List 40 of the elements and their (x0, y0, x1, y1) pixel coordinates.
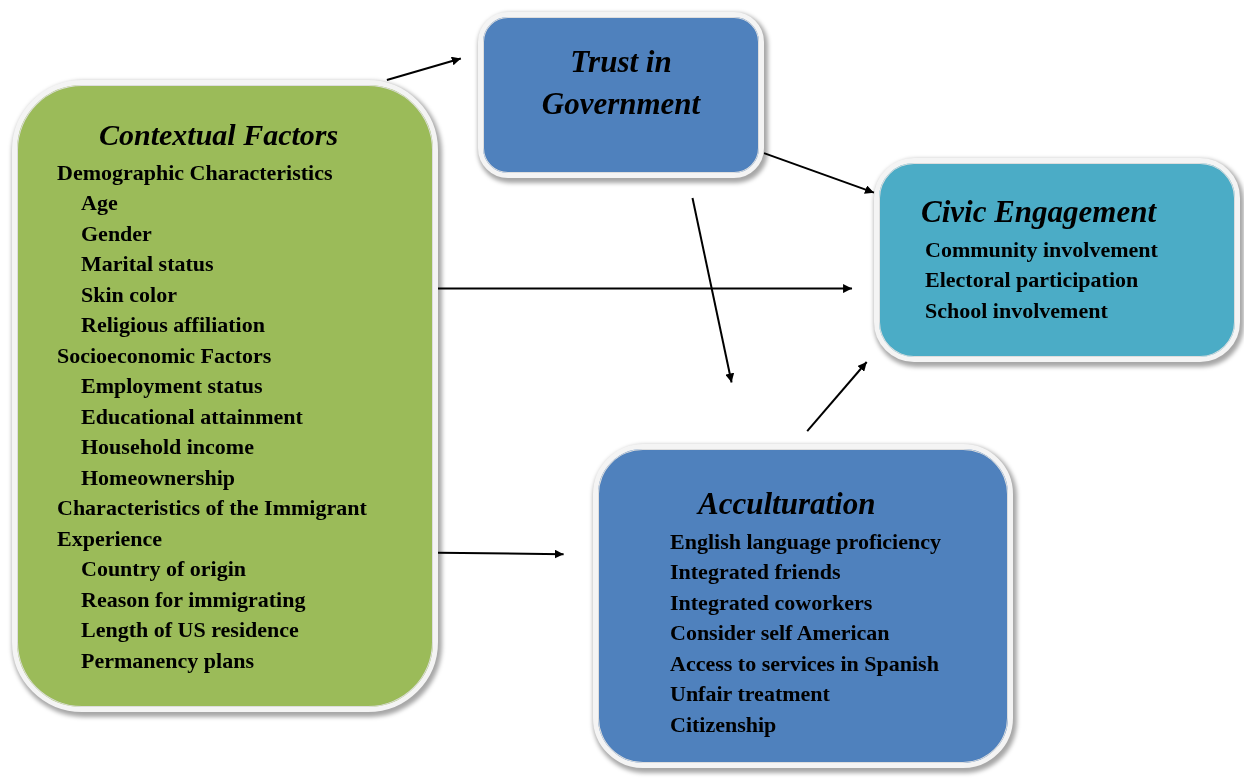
arrow (385, 56, 462, 81)
list-item: Marital status (80, 250, 215, 278)
list-item: Permanency plans (80, 646, 255, 675)
list-item: Socioeconomic Factors (57, 341, 273, 370)
rounded-box (12, 80, 438, 712)
box-heading: Acculturation (695, 485, 877, 523)
list-item: School involvement (925, 296, 1109, 325)
list-item: Gender (80, 219, 153, 248)
rounded-box (874, 158, 1240, 362)
list-item: Community involvement (925, 235, 1159, 264)
arrow (806, 361, 868, 433)
box-heading: Contextual Factors (98, 117, 340, 153)
list-item: Reason for immigrating (80, 585, 307, 614)
arrow (437, 284, 854, 294)
box-heading: Trust in Government (541, 43, 701, 123)
list-item: Religious affiliation (80, 311, 266, 339)
list-item: Homeownership (80, 463, 236, 492)
list-item: Access to services in Spanish (669, 649, 940, 678)
list-item: Educational attainment (80, 402, 304, 431)
list-item: Integrated coworkers (669, 588, 874, 617)
arrow (437, 549, 565, 559)
arrow (691, 196, 735, 384)
arrow (763, 152, 875, 194)
list-item: Length of US residence (80, 616, 300, 644)
list-item: Age (80, 189, 119, 217)
box-heading: Civic Engagement (921, 193, 1158, 231)
list-item: Household income (80, 433, 255, 461)
list-item: Integrated friends (669, 558, 842, 587)
list-item: English language proficiency (669, 527, 942, 556)
list-item: Citizenship (669, 710, 778, 739)
rounded-box (478, 12, 764, 178)
list-item: Consider self American (669, 619, 891, 648)
list-item: Characteristics of the Immigrant Experience (57, 494, 368, 553)
list-item: Country of origin (80, 555, 247, 583)
list-item: Skin color (80, 280, 178, 309)
list-item: Employment status (80, 372, 264, 400)
list-item: Demographic Characteristics (57, 158, 334, 187)
rounded-box (593, 444, 1013, 768)
list-item: Electoral participation (925, 266, 1140, 295)
list-item: Unfair treatment (669, 680, 831, 709)
